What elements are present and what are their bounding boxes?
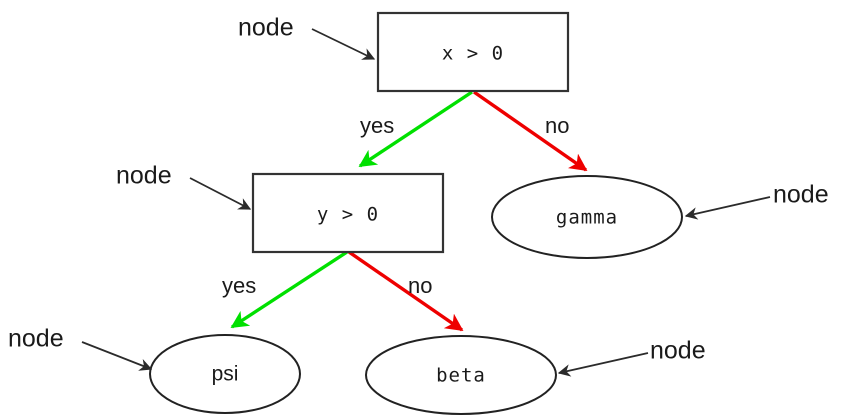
node-mid-box[interactable] [251, 172, 445, 254]
node-psi[interactable]: psi [149, 334, 301, 414]
node-gamma-label: gamma [556, 207, 618, 229]
annotation-psi-label: node [8, 325, 64, 353]
annotation-gamma: node [684, 181, 829, 220]
node-beta-label: beta [436, 365, 486, 387]
edge-label-root-no: no [545, 113, 569, 138]
edge-root-yes: yes [358, 90, 473, 168]
annotation-psi: node [8, 325, 153, 371]
node-mid-label: y > 0 [317, 204, 379, 226]
annotation-mid: node [116, 162, 252, 210]
node-beta[interactable]: beta [365, 335, 557, 415]
node-gamma[interactable]: gamma [491, 175, 683, 259]
node-root-label: x > 0 [442, 43, 504, 65]
edge-root-no-line [473, 90, 588, 172]
annotation-gamma-label: node [773, 181, 829, 209]
edge-label-root-yes: yes [360, 113, 394, 138]
edge-root-yes-line [358, 90, 473, 168]
annotation-mid-leader [189, 177, 252, 210]
node-gamma-ellipse[interactable] [491, 175, 683, 259]
annotation-root-leader [311, 28, 376, 60]
annotation-gamma-leader [684, 196, 771, 220]
node-mid[interactable]: y > 0 [251, 172, 445, 254]
annotation-root-label: node [238, 14, 294, 42]
annotation-beta: node [557, 337, 706, 377]
edge-label-mid-no: no [408, 273, 432, 298]
edge-mid-yes-line [230, 250, 348, 329]
edge-mid-no-line [348, 250, 464, 332]
edge-root-no: no [473, 90, 588, 172]
node-psi-label: psi [212, 363, 239, 386]
annotation-mid-label: node [116, 162, 172, 190]
annotation-root: node [238, 14, 376, 60]
node-psi-ellipse[interactable] [149, 334, 301, 414]
node-beta-ellipse[interactable] [365, 335, 557, 415]
annotation-psi-leader [81, 341, 153, 371]
annotation-beta-label: node [650, 337, 706, 365]
annotation-beta-leader [557, 352, 649, 377]
edge-mid-no: no [348, 250, 464, 332]
edge-label-mid-yes: yes [222, 273, 256, 298]
node-root[interactable]: x > 0 [376, 11, 570, 93]
edge-mid-yes: yes [222, 250, 348, 329]
node-root-box[interactable] [376, 11, 570, 93]
